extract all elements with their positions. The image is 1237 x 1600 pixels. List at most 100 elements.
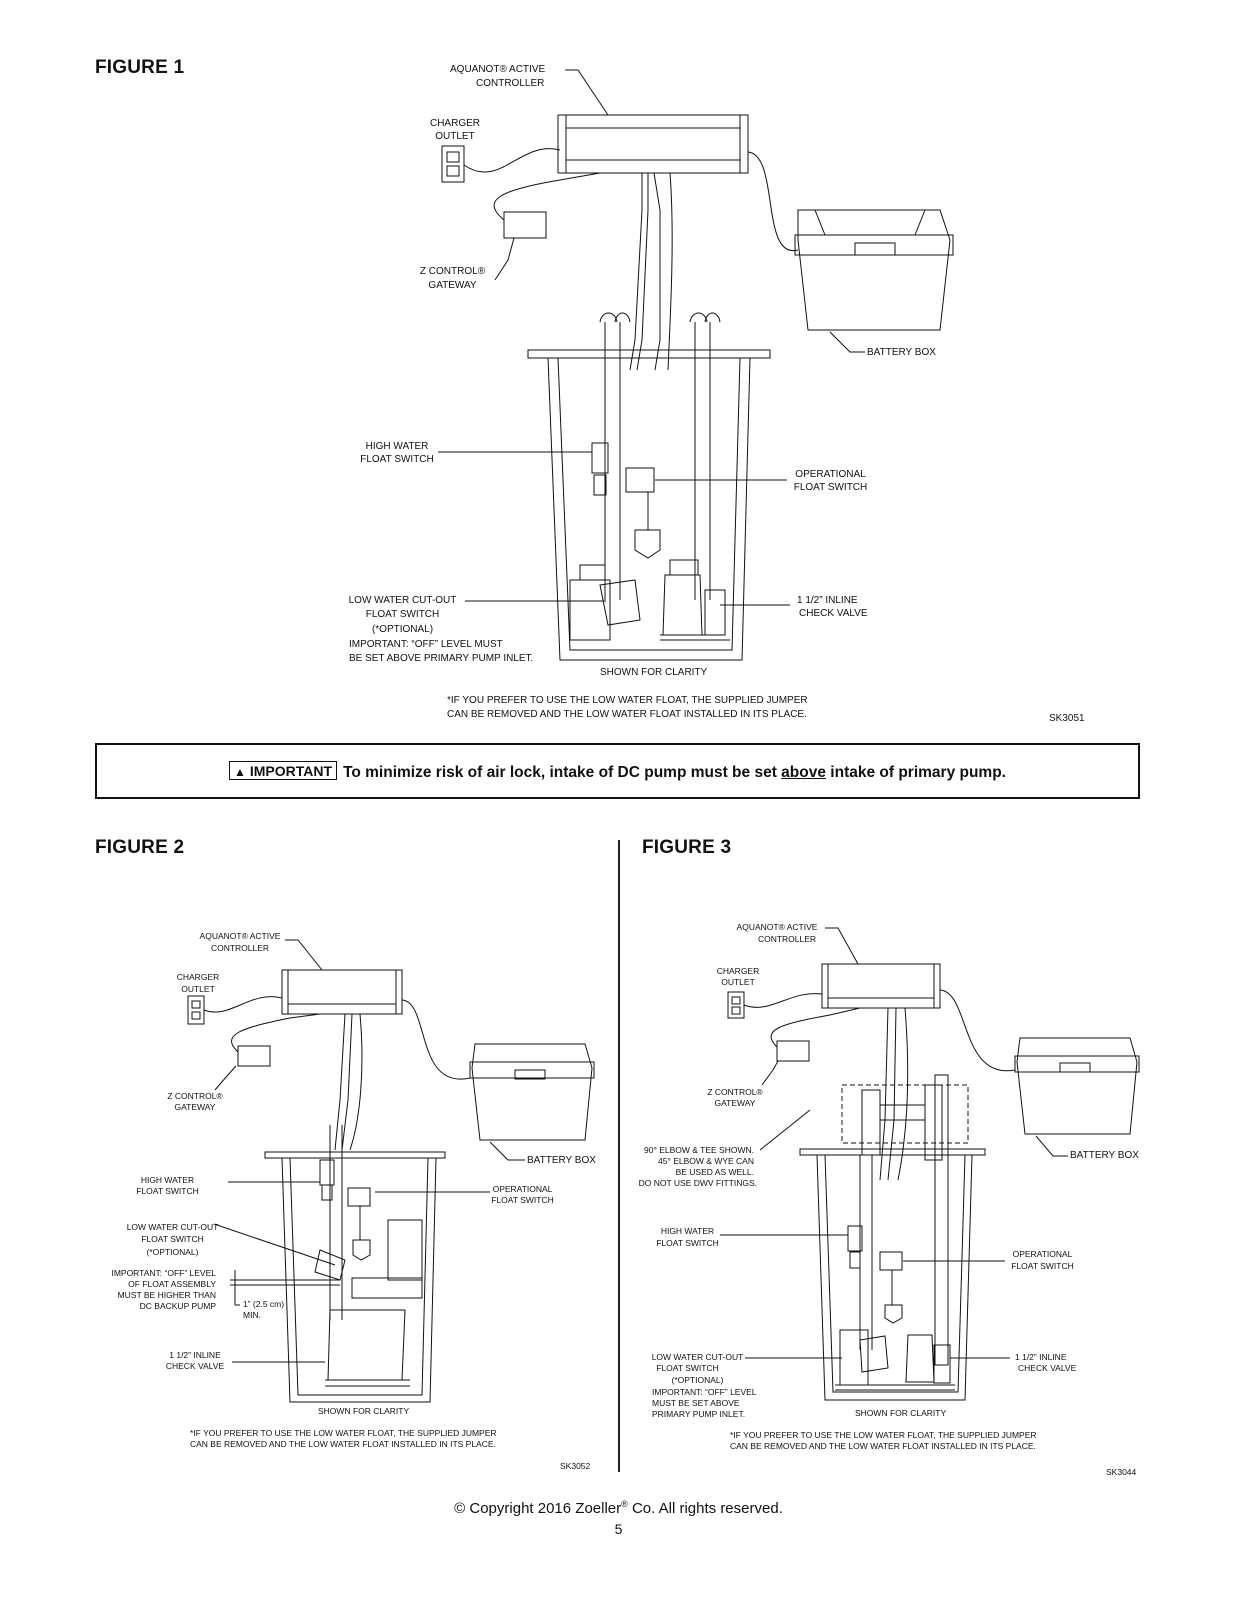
fig1-controller-label-2: CONTROLLER — [476, 78, 545, 89]
fig2-check-valve-label-2: CHECK VALVE — [165, 1361, 225, 1371]
fig2-note-1: *IF YOU PREFER TO USE THE LOW WATER FLOA… — [190, 1428, 497, 1438]
fig1-charger-label-1: CHARGER — [429, 118, 480, 129]
fig3-note-1: *IF YOU PREFER TO USE THE LOW WATER FLOA… — [730, 1430, 1037, 1440]
fig2-min-label-1: 1” (2.5 cm) — [243, 1299, 285, 1309]
fig3-gateway-label-2: GATEWAY — [714, 1098, 756, 1108]
fig3-check-valve-label-1: 1 1/2” INLINE — [1015, 1352, 1067, 1362]
gateway-box — [238, 1046, 270, 1066]
fig2-gateway-label-2: GATEWAY — [174, 1102, 216, 1112]
fig2-code: SK3052 — [560, 1461, 591, 1471]
figure-2-diagram — [170, 920, 610, 1420]
controller-box — [822, 964, 940, 1008]
fig2-controller-label-2: CONTROLLER — [210, 943, 270, 953]
fig1-low-water-label-1: LOW WATER CUT-OUT — [348, 595, 457, 606]
important-text-before: To minimize risk of air lock, intake of … — [343, 764, 782, 781]
fig3-battery-label: BATTERY BOX — [1070, 1150, 1139, 1161]
fig2-min-label-2: MIN. — [243, 1310, 261, 1320]
fig3-charger-label-1: CHARGER — [716, 966, 760, 976]
figure-3-title: FIGURE 3 — [642, 837, 732, 858]
fig2-gateway-label-1: Z CONTROL® — [167, 1091, 223, 1101]
battery-box — [798, 210, 950, 330]
fig2-controller-label-1: AQUANOT® ACTIVE — [199, 931, 281, 941]
important-notice: ▲IMPORTANT To minimize risk of air lock, … — [95, 743, 1140, 799]
fig2-low-water-label-2: FLOAT SWITCH — [141, 1234, 204, 1244]
fig1-operational-label-1: OPERATIONAL — [795, 469, 866, 480]
fig2-off-level-2: OF FLOAT ASSEMBLY — [128, 1279, 216, 1289]
fig1-code: SK3051 — [1049, 713, 1085, 724]
operational-float — [348, 1188, 370, 1206]
fig1-low-water-label-5: BE SET ABOVE PRIMARY PUMP INLET. — [349, 653, 534, 664]
fig3-controller-label-1: AQUANOT® ACTIVE — [736, 922, 818, 932]
operational-float — [626, 468, 654, 492]
fig3-controller-label-2: CONTROLLER — [757, 934, 817, 944]
fig2-low-water-label-3: (*OPTIONAL) — [146, 1247, 199, 1257]
footer-copyright: © Copyright 2016 Zoeller® Co. All rights… — [0, 1499, 1237, 1517]
fig3-operational-label-1: OPERATIONAL — [1012, 1249, 1073, 1259]
high-water-float — [320, 1160, 334, 1185]
copyright-text-before: © Copyright 2016 Zoeller — [454, 1500, 622, 1517]
fig2-low-water-label-1: LOW WATER CUT-OUT — [126, 1222, 219, 1232]
dc-backup-pump — [388, 1220, 422, 1280]
fig3-elbow-label-1: 90° ELBOW & TEE SHOWN. — [644, 1145, 754, 1155]
figure-3-diagram — [720, 920, 1160, 1420]
fig2-clarity-label: SHOWN FOR CLARITY — [318, 1406, 410, 1416]
fig1-note-1: *IF YOU PREFER TO USE THE LOW WATER FLOA… — [447, 695, 808, 706]
fig3-low-water-label-4: IMPORTANT: “OFF” LEVEL — [652, 1387, 757, 1397]
fig3-low-water-label-3: (*OPTIONAL) — [671, 1375, 724, 1385]
fig2-check-valve-label-1: 1 1/2” INLINE — [169, 1350, 221, 1360]
backup-pump — [906, 1335, 934, 1382]
fig1-high-water-label-1: HIGH WATER — [365, 441, 429, 452]
fig2-off-level-3: MUST BE HIGHER THAN — [117, 1290, 216, 1300]
fig1-gateway-label-1: Z CONTROL® — [419, 266, 486, 277]
fig1-low-water-label-2: FLOAT SWITCH — [365, 609, 440, 620]
fig2-operational-label-2: FLOAT SWITCH — [491, 1195, 554, 1205]
fig3-charger-label-2: OUTLET — [721, 977, 755, 987]
battery-box — [472, 1044, 592, 1140]
fig2-charger-label-1: CHARGER — [176, 972, 220, 982]
fig3-code: SK3044 — [1106, 1467, 1137, 1477]
controller-box — [282, 970, 402, 1014]
fig1-operational-label-2: FLOAT SWITCH — [793, 482, 868, 493]
charger-outlet — [442, 146, 464, 182]
copyright-text-after: Co. All rights reserved. — [627, 1500, 783, 1517]
figure-1-title: FIGURE 1 — [95, 57, 185, 78]
important-text-underlined: above — [781, 764, 826, 781]
fig3-low-water-label-6: PRIMARY PUMP INLET. — [652, 1409, 746, 1419]
fig3-high-water-label-1: HIGH WATER — [660, 1226, 715, 1236]
fig1-note-2: CAN BE REMOVED AND THE LOW WATER FLOAT I… — [447, 709, 807, 720]
operational-float — [880, 1252, 902, 1270]
important-badge-text: IMPORTANT — [249, 763, 333, 779]
battery-box — [1017, 1038, 1137, 1134]
high-water-float — [848, 1226, 862, 1251]
fig1-controller-label-1: AQUANOT® ACTIVE — [450, 64, 546, 75]
fig3-high-water-label-2: FLOAT SWITCH — [656, 1238, 719, 1248]
figure-divider — [618, 840, 620, 1472]
fig1-charger-label-2: OUTLET — [435, 131, 475, 142]
fig1-clarity-label: SHOWN FOR CLARITY — [600, 667, 708, 678]
fig1-high-water-label-2: FLOAT SWITCH — [360, 454, 434, 465]
important-badge: ▲IMPORTANT — [228, 761, 338, 780]
elbow-detail-box — [842, 1085, 968, 1143]
fig3-gateway-label-1: Z CONTROL® — [707, 1087, 763, 1097]
fig1-low-water-label-4: IMPORTANT: “OFF” LEVEL MUST — [349, 639, 503, 650]
fig1-low-water-label-3: (*OPTIONAL) — [371, 624, 434, 635]
fig3-note-2: CAN BE REMOVED AND THE LOW WATER FLOAT I… — [730, 1441, 1036, 1451]
fig3-clarity-label: SHOWN FOR CLARITY — [855, 1408, 947, 1418]
high-water-float — [592, 443, 608, 473]
controller-box — [558, 115, 748, 173]
fig3-check-valve-label-2: CHECK VALVE — [1018, 1363, 1077, 1373]
fig3-low-water-label-2: FLOAT SWITCH — [656, 1363, 719, 1373]
gateway-box — [777, 1041, 809, 1061]
important-text-after: intake of primary pump. — [825, 764, 1006, 781]
charger-outlet — [188, 996, 204, 1024]
fig1-battery-label: BATTERY BOX — [867, 347, 936, 358]
fig3-elbow-label-3: BE USED AS WELL. — [675, 1167, 754, 1177]
fig3-elbow-label-4: DO NOT USE DWV FITTINGS. — [638, 1178, 757, 1188]
fig2-high-water-label-2: FLOAT SWITCH — [136, 1186, 199, 1196]
figure-2-title: FIGURE 2 — [95, 837, 185, 858]
fig2-charger-label-2: OUTLET — [181, 984, 215, 994]
fig2-operational-label-1: OPERATIONAL — [492, 1184, 553, 1194]
fig1-check-valve-label-1: 1 1/2” INLINE — [797, 595, 858, 606]
fig3-low-water-label-1: LOW WATER CUT-OUT — [651, 1352, 744, 1362]
gateway-box — [504, 212, 546, 238]
